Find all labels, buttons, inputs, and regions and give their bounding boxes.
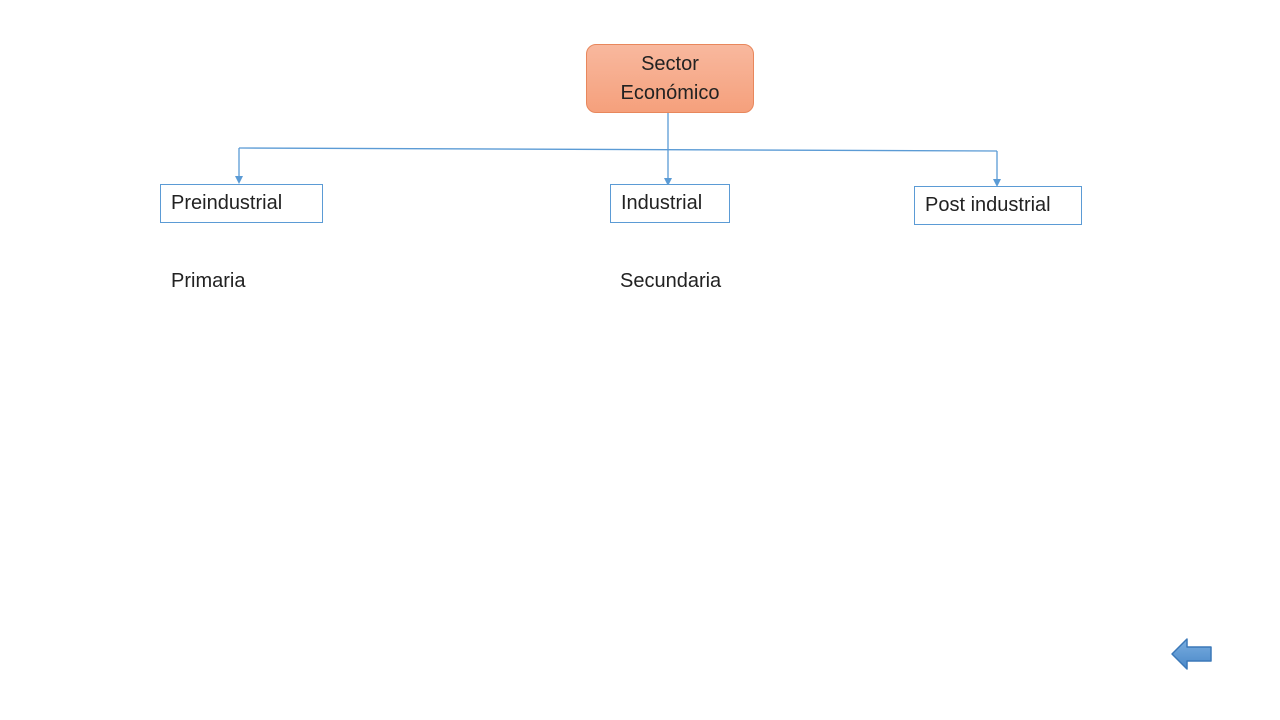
root-node-line-1: Sector: [641, 52, 699, 75]
node-post-industrial: Post industrial: [914, 186, 1082, 225]
node-preindustrial: Preindustrial: [160, 184, 323, 223]
sub-label-primaria: Primaria: [171, 270, 246, 292]
node-post-industrial-label: Post industrial: [925, 194, 1051, 216]
connector-horizontal: [238, 147, 998, 152]
node-industrial: Industrial: [610, 184, 730, 223]
back-button[interactable]: [1168, 636, 1216, 674]
root-node-line-2: Económico: [620, 81, 720, 104]
root-node-sector-economico: Sector Económico: [586, 44, 754, 113]
node-preindustrial-label: Preindustrial: [171, 192, 283, 214]
node-industrial-label: Industrial: [621, 192, 703, 214]
left-arrow-icon: [1171, 638, 1212, 670]
sub-label-secundaria: Secundaria: [620, 270, 722, 292]
